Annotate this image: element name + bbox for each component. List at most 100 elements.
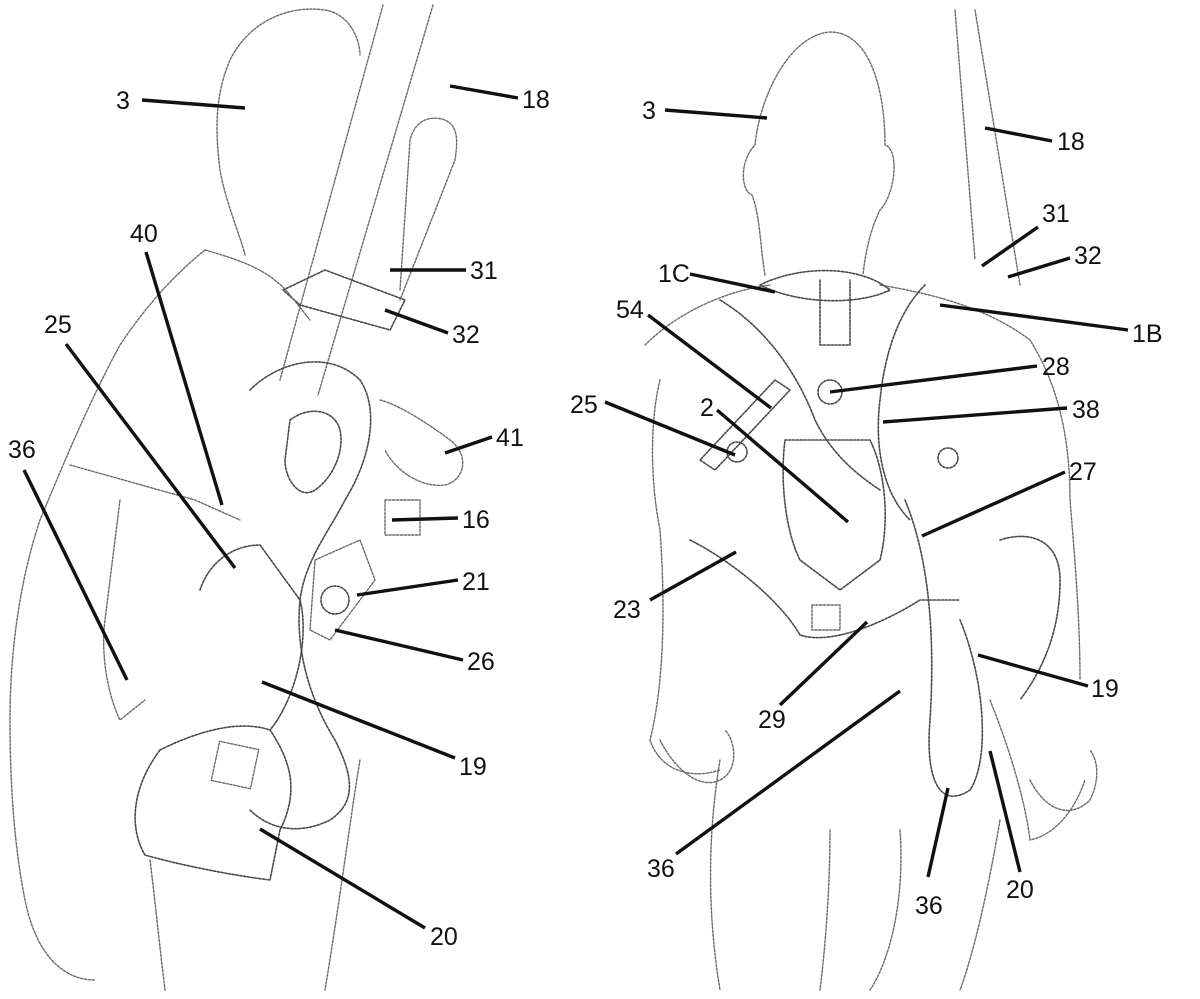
leader-25-side — [64, 342, 237, 570]
pole-outline — [279, 4, 384, 381]
legs-rear — [709, 759, 1001, 991]
torso-outline — [644, 284, 1081, 681]
ref-label: 32 — [1074, 242, 1102, 270]
ref-label: 36 — [915, 892, 943, 920]
reference-numerals: 3 18 40 31 32 25 36 41 16 21 26 19 20 3 … — [8, 86, 1163, 951]
pouch-20 — [134, 725, 292, 881]
back-outline — [9, 249, 206, 981]
leader-21 — [356, 578, 459, 597]
ref-label: 54 — [616, 296, 644, 324]
leader-3-rear — [664, 108, 768, 120]
rear-view-figure — [644, 9, 1098, 991]
shoulder-strap — [204, 249, 311, 321]
side-view-figure — [9, 4, 464, 991]
pouch-19 — [199, 544, 304, 731]
ref-label: 2 — [700, 394, 714, 422]
leader-32-rear — [1007, 256, 1071, 279]
leader-lines — [22, 84, 1129, 930]
strap-outline — [309, 539, 376, 641]
leader-40 — [144, 251, 224, 506]
leader-31-rear — [981, 225, 1039, 268]
leg-outline-2 — [324, 759, 361, 991]
head-outline-rear — [742, 31, 895, 276]
ref-label: 25 — [44, 311, 72, 339]
buckle-16 — [384, 499, 421, 536]
left-shoulder-strap — [719, 299, 881, 491]
ref-label: 31 — [1042, 200, 1070, 228]
pole-outline-rear-2 — [974, 9, 1021, 286]
ref-label: 16 — [462, 506, 490, 534]
pack-outline — [249, 361, 372, 830]
back-strap-center — [819, 279, 851, 346]
pole-outline-2 — [317, 4, 434, 396]
ref-label: 36 — [8, 436, 36, 464]
leader-1C — [689, 272, 776, 294]
ref-label: 19 — [459, 753, 487, 781]
ref-label: 40 — [130, 220, 158, 248]
ref-label: 32 — [452, 321, 480, 349]
waist-belt — [689, 539, 961, 639]
ref-label: 36 — [647, 855, 675, 883]
leader-23 — [649, 550, 737, 602]
left-arm-rear — [649, 379, 721, 775]
arm-outline — [69, 464, 241, 521]
strap-54 — [699, 379, 791, 471]
pack-inner — [284, 410, 342, 494]
pouch-20-rear — [989, 699, 1086, 841]
ref-label: 19 — [1091, 675, 1119, 703]
back-panel — [782, 439, 886, 591]
leader-27 — [921, 470, 1066, 538]
ref-label: 20 — [430, 923, 458, 951]
left-hand — [659, 729, 735, 784]
leader-20-side — [259, 827, 426, 930]
buckle-41 — [379, 399, 464, 486]
leader-54 — [646, 313, 773, 410]
leader-25-rear — [604, 400, 736, 457]
head-outline — [216, 8, 361, 256]
leader-32-side — [384, 308, 449, 335]
belt-patch — [811, 604, 841, 631]
pouch-19-rear — [999, 535, 1061, 701]
pouch-patch — [210, 740, 260, 790]
ref-label: 21 — [462, 568, 490, 596]
ref-label: 18 — [522, 86, 550, 114]
ring-21 — [320, 585, 350, 615]
leader-19-rear — [977, 653, 1089, 688]
leader-36-rear-b — [926, 787, 950, 878]
leader-19-side — [261, 680, 456, 760]
ref-label: 3 — [116, 87, 130, 115]
ref-label: 38 — [1072, 396, 1100, 424]
leader-18-side — [449, 84, 519, 100]
ref-label: 31 — [470, 257, 498, 285]
right-shoulder-strap — [877, 284, 926, 521]
pole-outline-rear — [954, 9, 976, 261]
leader-18-rear — [984, 126, 1053, 143]
ref-label: 27 — [1069, 458, 1097, 486]
ref-label: 26 — [467, 648, 495, 676]
ring-38 — [937, 447, 959, 469]
ref-label: 1B — [1132, 320, 1163, 348]
leader-41 — [444, 435, 493, 455]
arm-left — [102, 499, 146, 721]
leader-38 — [882, 406, 1068, 424]
leader-26 — [334, 628, 464, 662]
ref-label: 1C — [658, 260, 690, 288]
ref-label: 20 — [1006, 876, 1034, 904]
leg-strap-36 — [904, 499, 984, 797]
leader-3-side — [141, 98, 246, 110]
ref-label: 29 — [758, 706, 786, 734]
ref-label: 41 — [496, 424, 524, 452]
leader-28 — [829, 364, 1038, 394]
sleeve-outline — [399, 117, 458, 301]
right-hand — [1029, 749, 1098, 811]
ref-label: 28 — [1042, 353, 1070, 381]
ref-label: 3 — [642, 97, 656, 125]
ref-label: 18 — [1057, 128, 1085, 156]
leader-36-rear-a — [674, 689, 902, 856]
ref-label: 25 — [570, 391, 598, 419]
leader-20-rear — [988, 750, 1022, 873]
leader-29 — [778, 620, 869, 707]
ref-label: 23 — [613, 596, 641, 624]
yoke-outline — [759, 269, 891, 302]
